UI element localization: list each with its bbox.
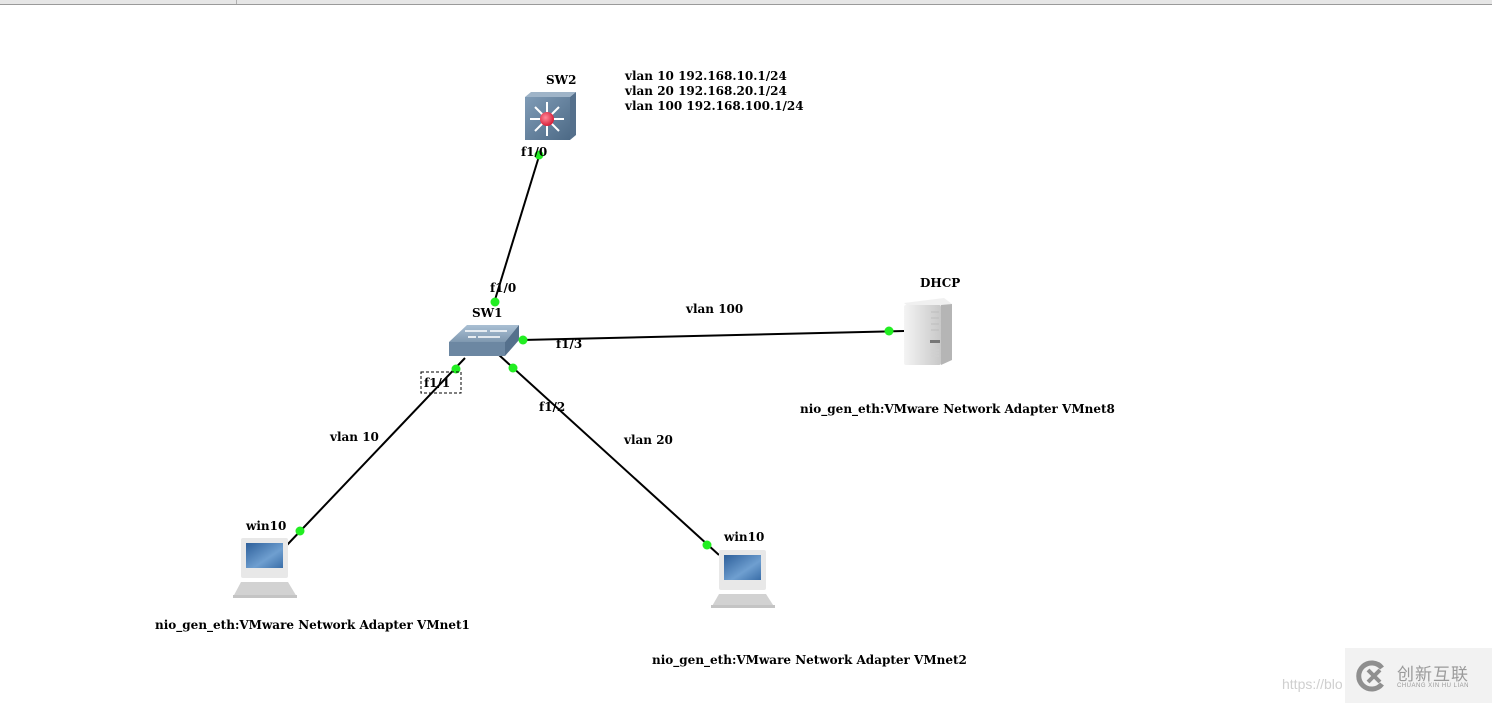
node-label-dhcp: DHCP (920, 276, 960, 290)
node-label-pc2: win10 (723, 530, 764, 544)
port-label-sw1-f10: f1/0 (490, 281, 516, 295)
node-label-pc1: win10 (245, 519, 286, 533)
brand-logo-icon (1356, 660, 1384, 692)
links (286, 152, 905, 556)
port-up-dot-pc2 (702, 540, 712, 550)
node-dhcp[interactable]: DHCP nio_gen_eth:VMware Network Adapter … (800, 276, 1115, 417)
watermark-brand-en: CHUANG XIN HU LIAN (1397, 683, 1470, 689)
server-icon (904, 298, 952, 365)
port-up-dot-sw1-f13 (518, 335, 528, 345)
port-label-sw1-f11[interactable]: f1/1 (424, 376, 450, 390)
port-label-sw1-f12: f1/2 (539, 400, 565, 414)
node-sw2[interactable]: SW2 (525, 73, 577, 140)
port-label-sw1-f13: f1/3 (556, 337, 582, 351)
adapter-label-pc2: nio_gen_eth:VMware Network Adapter VMnet… (652, 653, 967, 668)
link-sw1-pc1[interactable] (286, 357, 466, 546)
adapter-label-pc1: nio_gen_eth:VMware Network Adapter VMnet… (155, 618, 470, 633)
node-pc1[interactable]: win10 nio_gen_eth:VMware Network Adapter… (155, 519, 470, 633)
adapter-label-dhcp: nio_gen_eth:VMware Network Adapter VMnet… (800, 402, 1115, 417)
watermark-box (1345, 648, 1492, 703)
node-sw1[interactable]: SW1 (449, 306, 519, 356)
port-up-dot-sw1-f10 (490, 297, 500, 307)
note-line: vlan 10 192.168.10.1/24 (624, 69, 787, 83)
note-line: vlan 100 192.168.100.1/24 (624, 99, 804, 113)
top-splitter-bar[interactable] (0, 0, 1492, 5)
node-pc2[interactable]: win10 nio_gen_eth:VMware Network Adapter… (652, 530, 967, 668)
port-up-dot-dhcp (884, 326, 894, 336)
link-label-vlan20: vlan 20 (623, 433, 673, 447)
node-label-sw1: SW1 (472, 306, 503, 320)
link-sw2-sw1[interactable] (493, 152, 541, 304)
port-label-selection-box[interactable] (420, 371, 462, 394)
link-sw1-pc2[interactable] (498, 354, 720, 556)
computer-icon (233, 538, 297, 598)
link-sw1-dhcp[interactable] (521, 330, 905, 341)
node-label-sw2: SW2 (546, 73, 577, 87)
note-annotation[interactable]: vlan 10 192.168.10.1/24 vlan 20 192.168.… (624, 69, 804, 113)
computer-icon (711, 550, 775, 608)
splitter-handle[interactable] (236, 0, 237, 4)
watermark-brand-cn: 创新互联 (1397, 665, 1469, 685)
port-label-sw2-f10: f1/0 (521, 145, 547, 159)
watermark-url: https://blo (1282, 676, 1343, 692)
port-status-indicators (295, 150, 894, 550)
note-line: vlan 20 192.168.20.1/24 (624, 84, 787, 98)
ethernet-switch-icon (449, 325, 519, 356)
port-up-dot-sw1-f12 (508, 363, 518, 373)
port-up-dot-sw2-f10 (534, 150, 544, 160)
link-label-vlan10: vlan 10 (329, 430, 379, 444)
port-up-dot-sw1-f11 (451, 364, 461, 374)
link-label-vlan100: vlan 100 (685, 302, 743, 316)
multilayer-switch-icon (525, 92, 576, 140)
port-up-dot-pc1 (295, 526, 305, 536)
